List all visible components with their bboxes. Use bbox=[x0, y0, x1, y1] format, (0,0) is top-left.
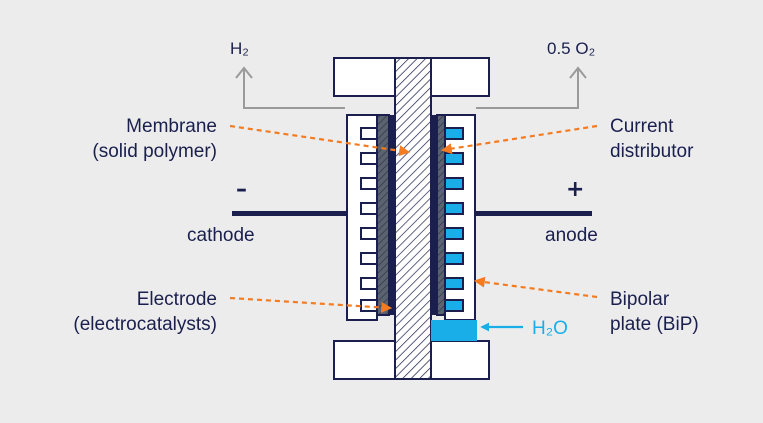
anode-electrode bbox=[436, 114, 446, 316]
o2-outlet-line bbox=[476, 66, 587, 109]
membrane-label-line2: (solid polymer) bbox=[92, 141, 217, 162]
electrode-label-line2: (electrocatalysts) bbox=[73, 314, 217, 335]
electrode-label-line1: Electrode bbox=[137, 289, 217, 310]
bipolar-plate-arrow bbox=[473, 276, 598, 299]
anode-lead bbox=[475, 211, 592, 216]
o2-label: 0.5 O₂ bbox=[547, 39, 595, 58]
water-label: H₂O bbox=[532, 318, 568, 339]
cathode-electrode bbox=[376, 114, 390, 316]
membrane-label-line1: Membrane bbox=[126, 116, 217, 137]
water-inlet-block bbox=[431, 320, 477, 341]
anode-label: anode bbox=[545, 225, 598, 246]
minus-sign: – bbox=[236, 177, 247, 202]
h2-outlet-line bbox=[235, 66, 345, 109]
h2-label: H₂ bbox=[230, 39, 249, 58]
current-distributor-arrow bbox=[440, 124, 598, 155]
plus-sign: + bbox=[566, 177, 584, 202]
current-distributor-label-line2: distributor bbox=[610, 141, 694, 162]
cathode-label: cathode bbox=[187, 225, 255, 246]
bipolar-plate-label-line1: Bipolar bbox=[610, 289, 670, 310]
cathode-current-distributor bbox=[389, 115, 395, 315]
current-distributor-label-line1: Current bbox=[610, 116, 674, 137]
membrane-arrow bbox=[229, 124, 411, 157]
anode-current-distributor bbox=[431, 115, 437, 315]
cathode-lead bbox=[232, 211, 347, 216]
bipolar-plate-label-line2: plate (BiP) bbox=[610, 314, 699, 335]
membrane bbox=[394, 57, 432, 380]
cathode-bipolar-plate bbox=[346, 114, 378, 321]
